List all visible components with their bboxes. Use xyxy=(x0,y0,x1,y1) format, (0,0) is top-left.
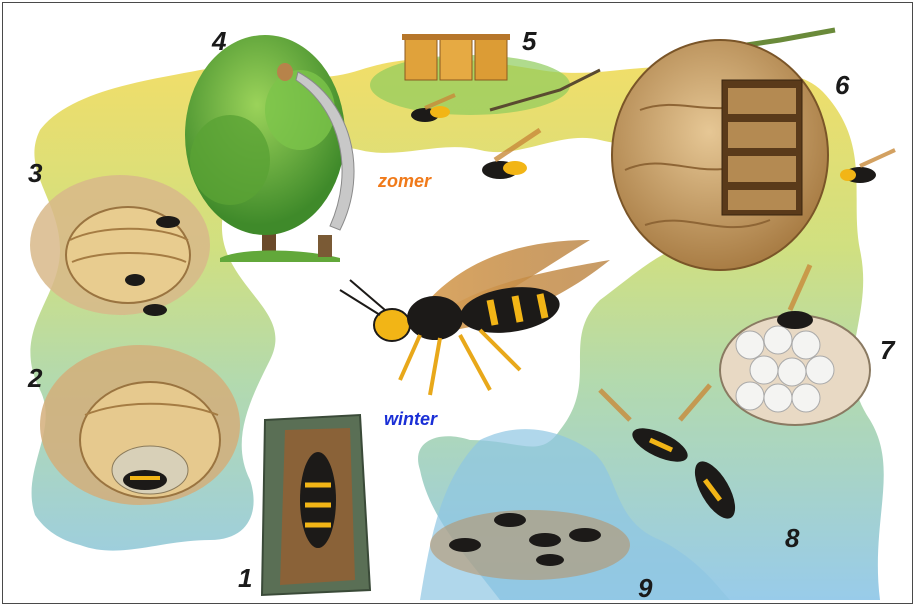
season-label-winter: winter xyxy=(384,410,437,428)
season-label-summer: zomer xyxy=(378,172,431,190)
stage-number-8: 8 xyxy=(785,525,799,551)
stage-number-7: 7 xyxy=(880,337,894,363)
stage-number-2: 2 xyxy=(28,365,42,391)
stage-number-5: 5 xyxy=(522,28,536,54)
stage-number-1: 1 xyxy=(238,565,252,591)
central-hornet xyxy=(340,240,610,395)
stage-number-3: 3 xyxy=(28,160,42,186)
stage-number-6: 6 xyxy=(835,72,849,98)
stage-number-9: 9 xyxy=(638,575,652,601)
brood-comb-illustration xyxy=(720,315,870,425)
primary-nest-3 xyxy=(30,175,210,315)
stage-number-4: 4 xyxy=(212,28,226,54)
